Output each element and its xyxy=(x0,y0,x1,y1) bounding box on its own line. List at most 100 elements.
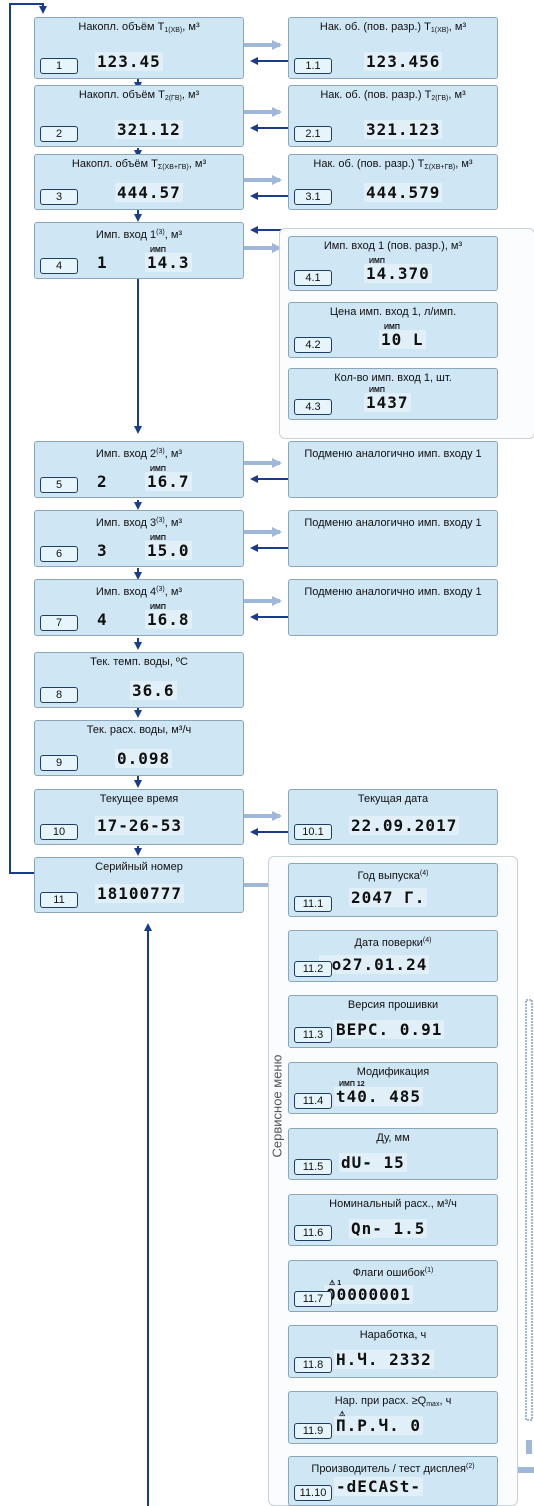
item-index-badge: 4.1 xyxy=(294,270,332,286)
lcd-indicator: ИМП xyxy=(384,324,400,331)
item-title: Накопл. объём ТΣ(ХВ+ГВ), м³ xyxy=(71,158,207,171)
lcd-display: 123.456 xyxy=(364,52,443,71)
lcd-display: 0.098 xyxy=(115,749,173,768)
item-index-badge: 4.3 xyxy=(294,399,332,415)
item-title: Тек. расх. воды, м³/ч xyxy=(86,724,192,736)
lcd-display: 22.09.2017 xyxy=(349,816,460,835)
item-index-badge: 7 xyxy=(40,615,78,631)
lcd-display: 36.6 xyxy=(130,681,177,700)
item-title: Накопл. объём Т2(ГВ), м³ xyxy=(78,89,200,102)
item-index-badge: 2.1 xyxy=(294,126,332,142)
item-title: Нар. при расх. ≥Qmax, ч xyxy=(334,1395,452,1408)
lcd-indicator: ⚠ 1 xyxy=(329,1280,342,1287)
lcd-indicator: ИМП 12 xyxy=(339,1081,365,1088)
item-title: Имп. вход 4(3), м³ xyxy=(95,586,183,598)
item-index-badge: 11.9 xyxy=(294,1423,332,1439)
lcd-display: П.Р.Ч. 0 xyxy=(334,1416,424,1435)
item-title: Дата поверки(4) xyxy=(354,937,432,949)
item-title: Цена имп. вход 1, л/имп. xyxy=(329,306,457,318)
item-title: Наработка, ч xyxy=(359,1329,427,1341)
item-index-badge: 11.7 xyxy=(294,1291,332,1307)
item-title: Текущее время xyxy=(99,793,179,805)
item-title: Флаги ошибок(1) xyxy=(352,1267,434,1279)
item-title: Модификация xyxy=(356,1066,430,1078)
item-index-badge: 8 xyxy=(40,687,78,703)
lcd-display: ВЕРС. 0.91 xyxy=(334,1020,445,1039)
menu-item-s10[interactable]: Производитель / тест дисплея(2)-dECASt-1… xyxy=(288,1456,498,1506)
lcd-display: 10 L xyxy=(379,330,426,349)
menu-item-m1-1[interactable]: Нак. об. (пов. разр.) Т1(ХВ), м³ 123.456 1… xyxy=(288,17,498,79)
service-menu-label: Сервисное меню xyxy=(269,1054,285,1158)
item-index-badge: 10.1 xyxy=(294,824,332,840)
item-title: Нак. об. (пов. разр.) Т1(ХВ), м³ xyxy=(319,21,467,34)
lcd-display: 321.12 xyxy=(115,120,183,139)
lcd-display: 00000001 xyxy=(324,1285,414,1304)
item-index-badge: 11.8 xyxy=(294,1357,332,1373)
lcd-channel: 2 xyxy=(97,472,108,491)
item-title: Серийный номер xyxy=(95,861,183,873)
lcd-display: 14.370 xyxy=(364,264,432,283)
submenu-note: Подменю аналогично имп. входу 1 xyxy=(304,517,482,529)
lcd-indicator: ИМП xyxy=(369,258,385,265)
item-title: Кол-во имп. вход 1, шт. xyxy=(334,372,452,384)
item-index-badge: 11.1 xyxy=(294,896,332,912)
lcd-display: Qn- 1.5 xyxy=(349,1219,428,1238)
item-title: Ду, мм xyxy=(376,1132,410,1144)
item-title: Текущая дата xyxy=(357,793,429,805)
menu-item-m5-1[interactable]: Подменю аналогично имп. входу 1 xyxy=(288,441,498,498)
item-index-badge: 1.1 xyxy=(294,58,332,74)
item-index-badge: 4.2 xyxy=(294,337,332,353)
lcd-channel: 1 xyxy=(97,253,108,272)
menu-item-m7-1[interactable]: Подменю аналогично имп. входу 1 xyxy=(288,579,498,636)
lcd-indicator: ИМП xyxy=(150,466,166,473)
lcd-indicator: ИМП xyxy=(150,247,166,254)
lcd-display: 15.0 xyxy=(145,541,192,560)
lcd-display: Н.Ч. 2332 xyxy=(334,1350,434,1369)
lcd-display: 16.8 xyxy=(145,610,192,629)
menu-item-m6-1[interactable]: Подменю аналогично имп. входу 1 xyxy=(288,510,498,567)
item-title: Имп. вход 1 (пов. разр.), м³ xyxy=(323,240,463,252)
item-index-badge: 11 xyxy=(40,892,78,908)
lcd-display: 444.579 xyxy=(364,183,443,202)
lcd-display: до27.01.24 xyxy=(319,955,430,974)
lcd-display: 16.7 xyxy=(145,472,192,491)
item-index-badge: 11.10 xyxy=(294,1485,332,1501)
item-index-badge: 11.6 xyxy=(294,1225,332,1241)
menu-item-m10-1[interactable]: Текущая дата 22.09.2017 10.1 xyxy=(288,789,498,845)
item-index-badge: 4 xyxy=(40,258,78,274)
lcd-display: t40. 485 xyxy=(334,1087,424,1106)
lcd-display: 321.123 xyxy=(364,120,443,139)
item-title: Версия прошивки xyxy=(347,999,439,1011)
menu-item-s1[interactable]: Год выпуска(4)2047 Г.11.1 xyxy=(288,863,498,917)
item-index-badge: 5 xyxy=(40,477,78,493)
lcd-channel: 3 xyxy=(97,541,108,560)
item-index-badge: 3 xyxy=(40,189,78,205)
lcd-display: 2047 Г. xyxy=(349,888,428,907)
item-index-badge: 6 xyxy=(40,546,78,562)
lcd-indicator: ИМП xyxy=(369,387,385,394)
